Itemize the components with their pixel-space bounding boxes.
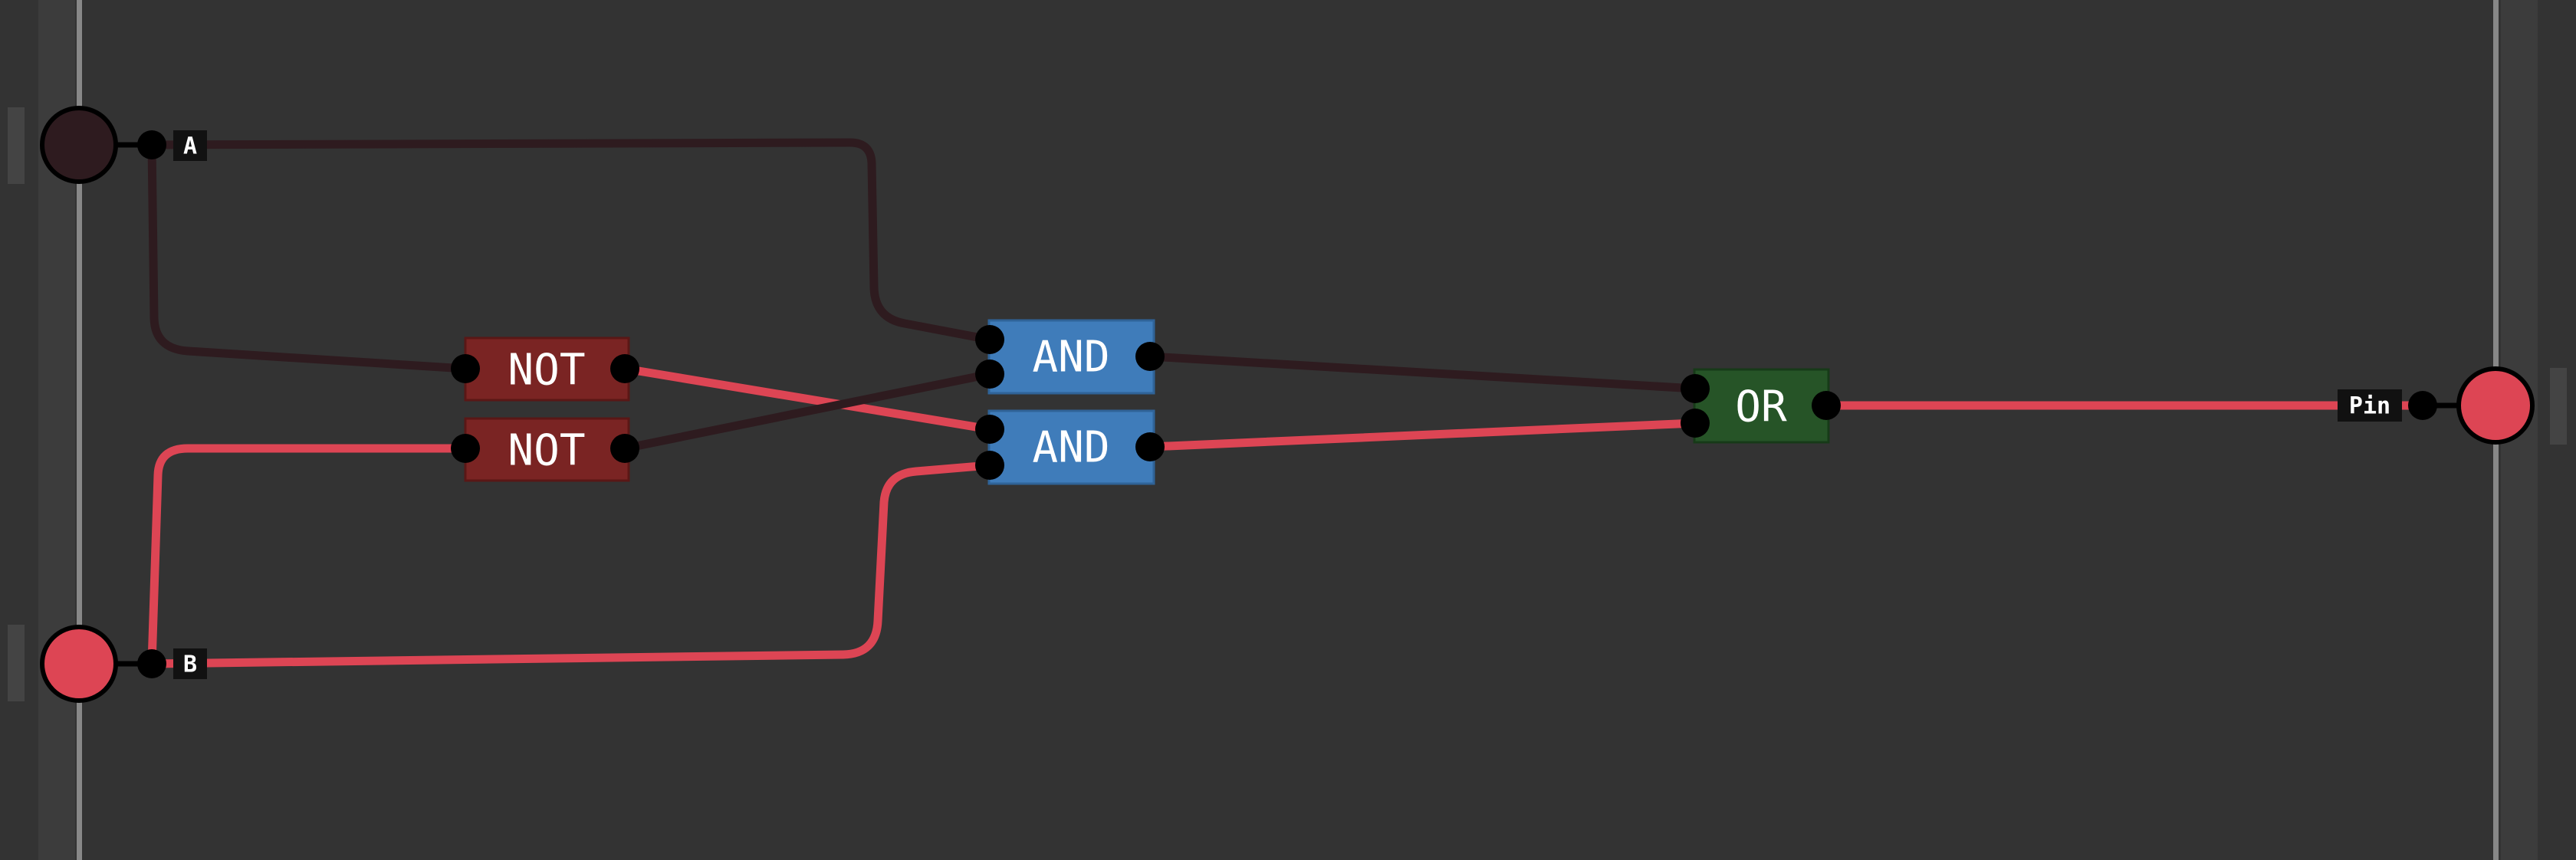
input-a-label-bg (173, 130, 207, 161)
output-pin[interactable]: Pin (2338, 366, 2535, 445)
and-gate-1[interactable]: AND (975, 319, 1165, 395)
input-a-label: A (183, 133, 197, 160)
and-gate-1-label: AND (1032, 333, 1109, 382)
input-b-label: B (183, 652, 197, 678)
input-switch-b[interactable]: B (40, 625, 207, 703)
output-pin-label: Pin (2349, 393, 2390, 420)
wire-and2-to-or[interactable] (1145, 419, 1700, 451)
output-pin-port[interactable] (2408, 391, 2437, 420)
wire-b-to-and2[interactable] (147, 461, 994, 668)
not-gate-2-label: NOT (508, 426, 585, 476)
not-gate-1-body[interactable] (464, 336, 630, 402)
input-a-edge-handle[interactable] (8, 107, 25, 184)
not-gate-2-input-port[interactable] (451, 434, 480, 463)
and-gate-2-label: AND (1032, 423, 1109, 473)
wires-layer (146, 138, 2427, 668)
and-gate-2-input-port-2[interactable] (975, 451, 1004, 480)
or-gate-input-port-1[interactable] (1681, 374, 1710, 403)
and-gate-1-input-port-1[interactable] (975, 325, 1004, 354)
and-gate-2-body[interactable] (987, 409, 1155, 485)
wire-not1-to-and2[interactable] (620, 364, 994, 434)
wire-a-to-and1[interactable] (146, 138, 994, 344)
input-switch-a[interactable]: A (40, 106, 207, 184)
wire-b-to-not2[interactable] (147, 444, 470, 668)
not-gate-1-input-port[interactable] (451, 354, 480, 383)
wire-a-to-not1[interactable] (147, 140, 470, 373)
or-gate-label: OR (1735, 382, 1787, 432)
input-a-toggle[interactable] (40, 106, 118, 184)
or-gate-output-port[interactable] (1812, 391, 1841, 420)
output-pin-indicator (2456, 366, 2535, 445)
output-pin-edge-handle[interactable] (2550, 368, 2567, 445)
input-b-label-bg (173, 648, 207, 679)
not-gate-1-output-port[interactable] (610, 354, 639, 383)
not-gate-1[interactable]: NOT (451, 336, 639, 402)
and-gate-1-body[interactable] (987, 319, 1155, 395)
not-gate-2-body[interactable] (464, 417, 630, 482)
wire-and1-to-or[interactable] (1145, 352, 1700, 393)
or-gate-input-port-2[interactable] (1681, 409, 1710, 438)
and-gate-2[interactable]: AND (975, 409, 1165, 485)
not-gate-2-output-port[interactable] (610, 434, 639, 463)
not-gate-2[interactable]: NOT (451, 417, 639, 482)
and-gate-2-output-port[interactable] (1135, 432, 1165, 461)
not-gate-1-label: NOT (508, 346, 585, 396)
output-pin-label-bg (2338, 389, 2402, 422)
or-gate-body[interactable] (1693, 368, 1830, 444)
or-gate[interactable]: OR (1681, 368, 1841, 444)
and-gate-2-input-port-1[interactable] (975, 415, 1004, 444)
input-a-port[interactable] (137, 130, 166, 159)
wire-not2-to-and1[interactable] (620, 369, 994, 453)
input-b-toggle[interactable] (40, 625, 118, 703)
input-b-port[interactable] (137, 649, 166, 678)
and-gate-1-input-port-2[interactable] (975, 359, 1004, 389)
and-gate-1-output-port[interactable] (1135, 342, 1165, 371)
left-rail-line (77, 0, 82, 860)
input-b-edge-handle[interactable] (8, 625, 25, 701)
